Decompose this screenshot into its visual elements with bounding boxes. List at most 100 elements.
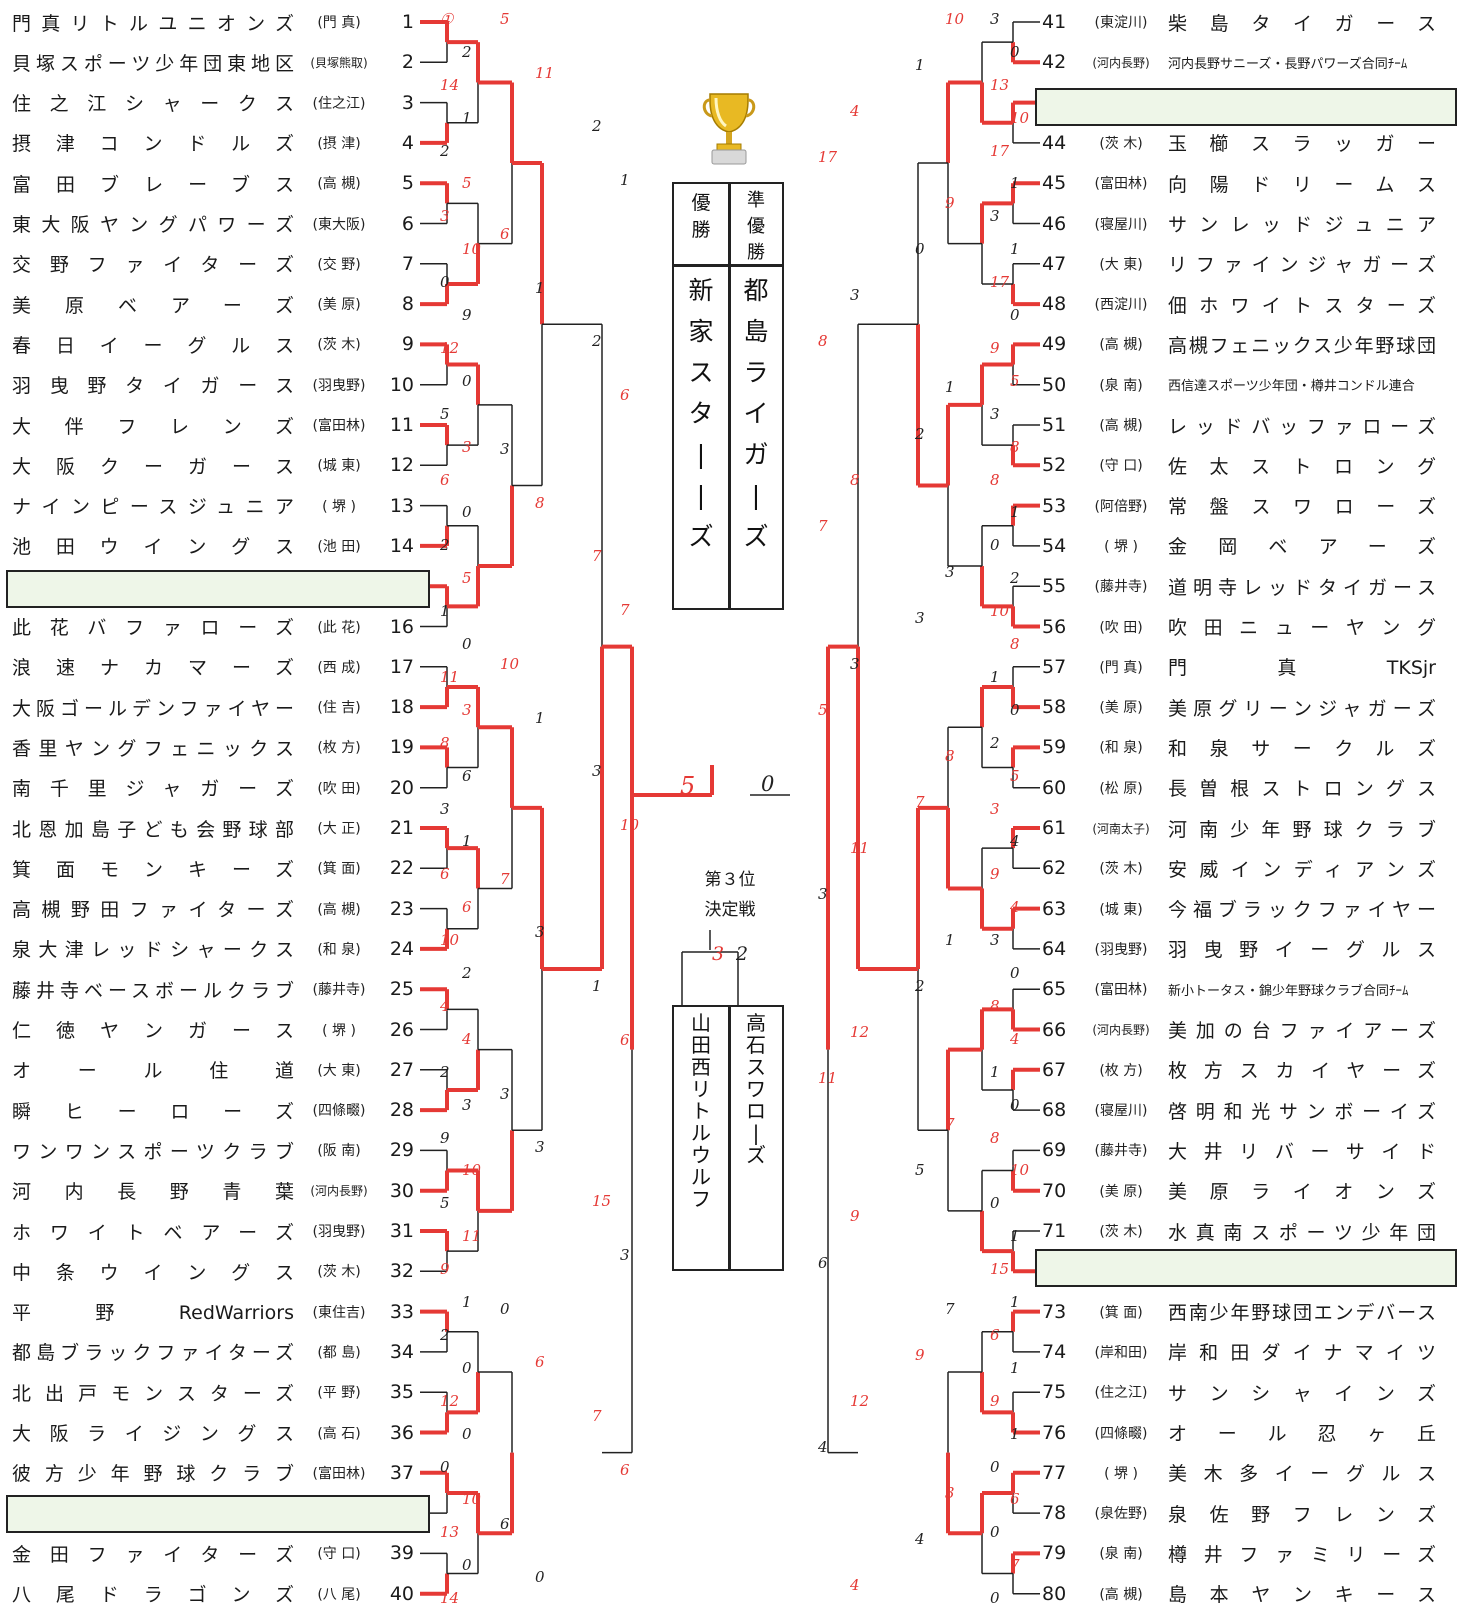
right-round-score-label: 9	[915, 1348, 925, 1363]
team-name: 佐太ストロング	[1168, 452, 1436, 479]
left-r1-score-label: 10	[440, 933, 459, 948]
team-name: 羽曳野タイガース	[12, 371, 294, 398]
team-row-left: 仁徳ヤンガース( 堺 )26	[12, 1016, 414, 1044]
team-area: (茨 木)	[1074, 858, 1168, 878]
right-r1-score-label: 6	[990, 1328, 1000, 1343]
team-area: (高 石)	[294, 1423, 384, 1443]
team-number: 77	[1042, 1462, 1074, 1484]
left-r1-score-label: 12	[440, 341, 459, 356]
team-area: (吹 田)	[1074, 617, 1168, 637]
team-number: 29	[384, 1139, 414, 1161]
third-left-char: 西	[691, 1057, 711, 1077]
team-row-right: 42(河内長野)河内長野サニーズ・長野パワーズ合同ﾁｰﾑ	[1042, 48, 1436, 76]
team-row-right: 47(大 東)リファインジャガーズ	[1042, 250, 1436, 278]
team-area: (泉佐野)	[1074, 1503, 1168, 1523]
team-number: 11	[384, 414, 414, 436]
team-row-right: 53(阿倍野)常盤スワローズ	[1042, 492, 1436, 520]
left-r1-score-label: 12	[440, 1394, 459, 1409]
team-number: 46	[1042, 213, 1074, 235]
team-name: 河南少年野球クラブ	[1168, 815, 1436, 842]
team-number: 48	[1042, 293, 1074, 315]
left-r1-score-label: 2	[440, 538, 450, 553]
team-number: 39	[384, 1542, 414, 1564]
left-round-score-label: 1	[535, 281, 545, 296]
left-round-score-label: 10	[620, 818, 639, 833]
right-r1-score-label: 0	[1010, 703, 1020, 718]
team-name: サンシャインズ	[1168, 1379, 1436, 1406]
right-round-score-label: 3	[945, 1486, 955, 1501]
team-area: (城 東)	[1074, 899, 1168, 919]
team-row-right: 66(河内長野)美加の台ファイアーズ	[1042, 1016, 1436, 1044]
team-number: 41	[1042, 11, 1074, 33]
left-round-score-label: 6	[620, 1463, 630, 1478]
third-right-char: ス	[746, 1057, 766, 1077]
team-number: 60	[1042, 777, 1074, 799]
right-round-score-label: 3	[945, 565, 955, 580]
team-number: 65	[1042, 978, 1074, 1000]
right-r1-score-label: 17	[990, 144, 1009, 159]
left-r1-score-label: 9	[462, 308, 472, 323]
team-area: (門 真)	[1074, 657, 1168, 677]
team-area: (大 東)	[294, 1060, 384, 1080]
team-number: 18	[384, 696, 414, 718]
team-number: 67	[1042, 1059, 1074, 1081]
team-row-right: 60(松 原)長曽根ストロングス	[1042, 774, 1436, 802]
team-name: 泉大津レッドシャークス	[12, 935, 294, 962]
right-r1-score-label: 0	[990, 538, 1000, 553]
team-name: 新小トータス・錦少年野球クラブ合同ﾁｰﾑ	[1168, 980, 1436, 999]
team-name: 啓明和光サンボーイズ	[1168, 1097, 1436, 1124]
right-r1-score-label: 10	[1010, 1163, 1029, 1178]
runner-up-label: 準優勝	[731, 188, 781, 266]
left-round-score-label: 11	[535, 66, 554, 81]
team-name: 香里ヤングフェニックス	[12, 734, 294, 761]
team-number: 42	[1042, 51, 1074, 73]
team-row-right: 74(岸和田)岸和田ダイナマイツ	[1042, 1338, 1436, 1366]
team-name: 玉櫛スラッガー	[1168, 129, 1436, 156]
team-name: 南千里ジャガーズ	[12, 774, 294, 801]
team-number: 76	[1042, 1422, 1074, 1444]
runner-up-label-char: 準	[747, 192, 765, 210]
third-left-char: ル	[691, 1123, 711, 1143]
champion-name-char: |	[697, 483, 705, 508]
right-r1-score-label: 5	[1010, 374, 1020, 389]
team-row-left: 金田ファイターズ(守 口)39	[12, 1539, 414, 1567]
runner-up-name-char: イ	[743, 401, 768, 426]
team-name: 今福ブラックファイヤー	[1168, 895, 1436, 922]
team-row-left: 彼方少年野球クラブ(富田林)37	[12, 1459, 414, 1487]
team-row-right: 49(高 槻)高槻フェニックス少年野球団	[1042, 330, 1436, 358]
team-row-left: 交野ファイターズ(交 野)7	[12, 250, 414, 278]
team-name: 大阪クーガース	[12, 452, 294, 479]
trophy-icon	[700, 86, 758, 170]
team-area: (富田林)	[1074, 979, 1168, 999]
team-area: (羽曳野)	[1074, 939, 1168, 959]
team-area: (茨 木)	[1074, 133, 1168, 153]
team-number: 1	[384, 11, 414, 33]
champion-name-char: |	[697, 442, 705, 467]
team-area: (此 花)	[294, 617, 384, 637]
team-name: サンレッドジュニア	[1168, 210, 1436, 237]
team-row-right: 58(美 原)美原グリーンジャガーズ	[1042, 693, 1436, 721]
runner-up-name: 都島ライガ|ズ	[731, 270, 781, 557]
team-name: 和泉サークルズ	[1168, 734, 1436, 761]
team-row-left: ワンワンスポーツクラブ(阪 南)29	[12, 1136, 414, 1164]
team-area: (門 真)	[294, 12, 384, 32]
runner-up-label-char: 勝	[747, 244, 765, 262]
left-r1-score-label: 2	[440, 1065, 450, 1080]
right-r1-score-label: 9	[990, 1394, 1000, 1409]
left-r1-score-label: 6	[440, 473, 450, 488]
left-r1-score-label: ①	[440, 12, 453, 27]
left-r1-score-label: 1	[462, 1295, 472, 1310]
team-area: (東住吉)	[294, 1302, 384, 1322]
team-area: (河内長野)	[1074, 1021, 1168, 1038]
team-number: 63	[1042, 898, 1074, 920]
left-r1-score-label: 3	[462, 440, 472, 455]
left-round-score-label: 7	[620, 603, 630, 618]
team-row-left: 門真リトルユニオンズ(門 真)1	[12, 8, 414, 36]
team-row-right: 64(羽曳野)羽曳野イーグルス	[1042, 935, 1436, 963]
team-area: (松 原)	[1074, 778, 1168, 798]
team-name: 貝塚スポーツ少年団東地区	[12, 49, 294, 76]
final-score-left: 5	[680, 772, 695, 800]
team-number: 54	[1042, 535, 1074, 557]
left-r1-score-label: 0	[440, 1460, 450, 1475]
third-place-title-line1: 第３位	[690, 865, 770, 895]
